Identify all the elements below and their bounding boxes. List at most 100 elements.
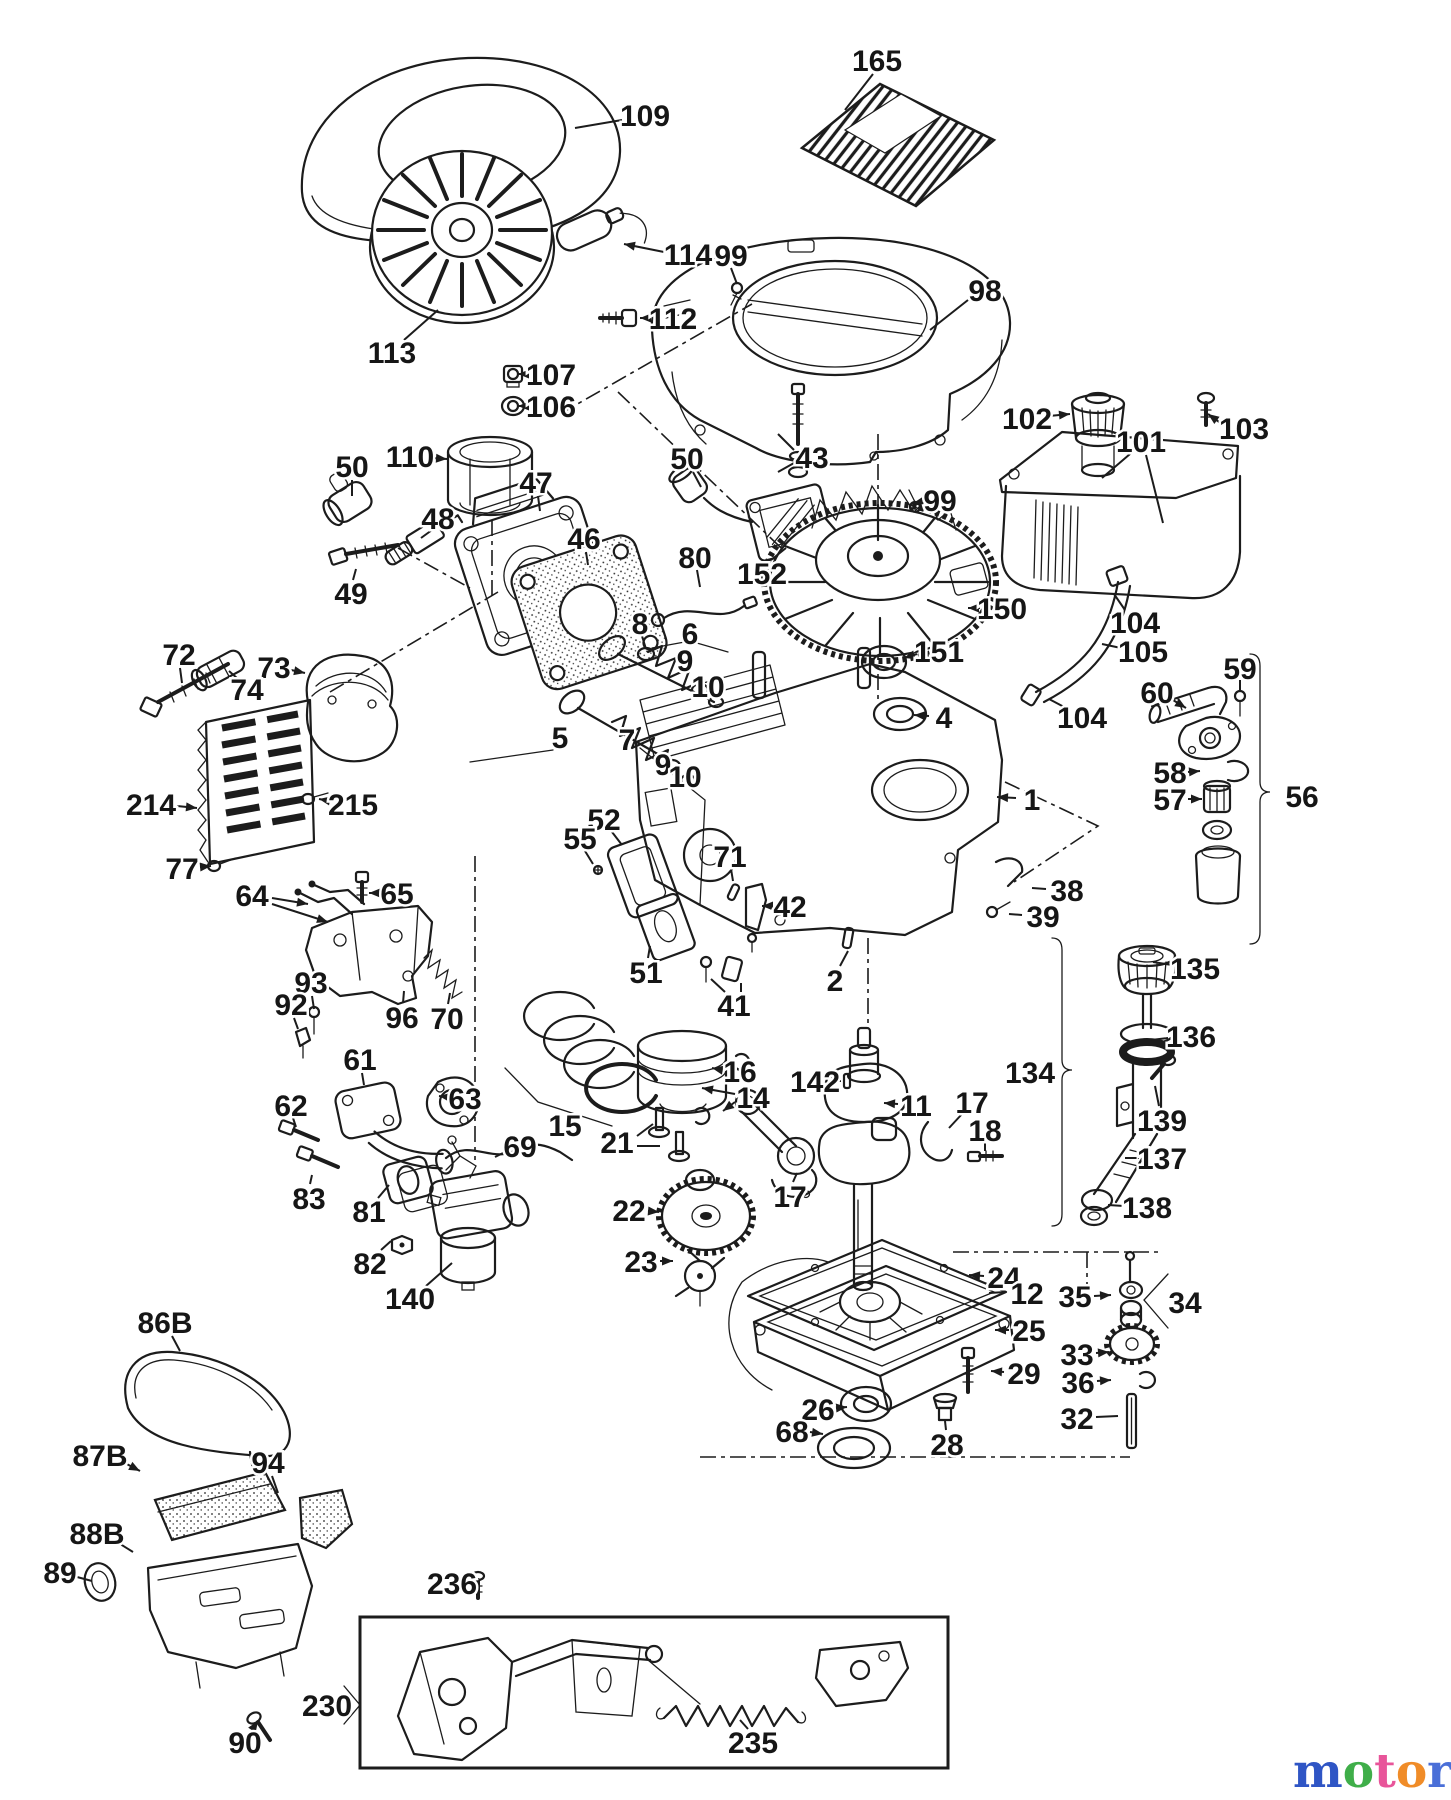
label-arrowhead xyxy=(830,1076,841,1086)
label-arrowhead xyxy=(997,793,1009,803)
governor-bracket xyxy=(294,880,463,1006)
part-label: 10 xyxy=(668,761,701,794)
part-label: 28 xyxy=(930,1429,963,1462)
label-arrowhead xyxy=(296,897,308,907)
part-label: 56 xyxy=(1285,781,1318,814)
part-label: 11 xyxy=(900,1090,932,1123)
label-leader-line xyxy=(1101,453,1131,479)
part-label: 113 xyxy=(368,337,416,370)
part-label: 17 xyxy=(773,1181,806,1214)
label-leader-line xyxy=(309,1174,313,1185)
part-label: 165 xyxy=(852,45,902,78)
part-label: 46 xyxy=(567,523,600,556)
spark-plug-boot-left xyxy=(322,471,373,527)
breather-tube xyxy=(444,1143,574,1162)
label-leader-line xyxy=(1154,1085,1160,1107)
label-arrowhead xyxy=(463,1578,474,1588)
label-arrowhead xyxy=(435,453,447,463)
part-label: 22 xyxy=(612,1195,645,1228)
breather-assembly xyxy=(606,833,696,962)
part-label: 7 xyxy=(619,724,636,757)
label-leader-line xyxy=(380,1240,392,1251)
part-label: 74 xyxy=(230,674,264,707)
hardware-41 xyxy=(699,955,744,983)
part-label: 55 xyxy=(563,823,596,856)
label-leader-line xyxy=(839,950,849,967)
label-leader-line xyxy=(1095,1415,1119,1418)
grommet xyxy=(83,1562,117,1602)
head-gasket xyxy=(510,534,668,691)
label-leader-line xyxy=(311,995,315,1010)
muffler-guard xyxy=(197,698,316,866)
label-leader-line xyxy=(574,119,623,129)
label-arrowhead xyxy=(1099,1291,1111,1301)
dipstick-clip-38-39 xyxy=(985,857,1024,919)
fuel-hose xyxy=(1020,565,1132,707)
label-leader-line xyxy=(777,462,795,473)
label-leader-line xyxy=(636,1123,654,1137)
part-label: 96 xyxy=(385,1002,418,1035)
part-label: 101 xyxy=(1116,426,1166,459)
engine-block xyxy=(634,646,1004,937)
part-label: 140 xyxy=(385,1283,435,1316)
part-label: 151 xyxy=(914,636,964,669)
keeper-42 xyxy=(744,882,768,953)
part-label: 136 xyxy=(1166,1021,1216,1054)
part-label: 10 xyxy=(691,671,724,704)
part-label: 43 xyxy=(795,442,828,475)
label-leader-line xyxy=(1101,643,1122,649)
crankshaft xyxy=(817,1026,911,1292)
label-leader-line xyxy=(494,1151,506,1158)
part-label: 47 xyxy=(519,467,552,500)
muffler xyxy=(305,653,399,763)
part-label: 60 xyxy=(1140,677,1173,710)
label-leader-line xyxy=(777,433,795,451)
label-leader-line xyxy=(929,299,969,331)
part-label: 61 xyxy=(343,1044,376,1077)
label-arrowhead xyxy=(518,369,529,379)
motoruf-watermark: motoruf.de xyxy=(1293,1744,1451,1799)
label-arrowhead xyxy=(662,1256,673,1266)
label-arrowhead xyxy=(1208,414,1220,425)
intake-manifold xyxy=(334,1081,454,1175)
intake-gasket xyxy=(425,1076,480,1128)
part-label: 94 xyxy=(251,1447,285,1480)
part-label: 17 xyxy=(955,1087,988,1120)
label-leader-line xyxy=(271,1475,279,1494)
part-label: 14 xyxy=(736,1082,770,1115)
pin-71 xyxy=(726,883,741,902)
starter-screw xyxy=(598,308,638,328)
label-leader-line xyxy=(730,267,738,285)
rod-bearing xyxy=(919,1120,954,1162)
part-label: 65 xyxy=(380,878,413,911)
part-label: 134 xyxy=(1005,1057,1055,1090)
label-arrowhead xyxy=(968,603,979,613)
label-leader-line xyxy=(76,1576,93,1582)
crank-pin-142 xyxy=(842,1072,852,1090)
part-label: 68 xyxy=(775,1416,808,1449)
label-leader-line xyxy=(1152,961,1173,966)
label-leader-line xyxy=(361,1072,365,1086)
air-filter-foam xyxy=(153,1470,287,1542)
part-label: 71 xyxy=(713,841,746,874)
part-label: 21 xyxy=(600,1127,633,1160)
part-label: 48 xyxy=(421,503,454,536)
carb-nut xyxy=(390,1234,414,1256)
dipstick-tube xyxy=(1079,992,1175,1227)
valve-lifters xyxy=(647,1106,691,1163)
label-arrowhead xyxy=(702,1085,714,1095)
label-leader-line xyxy=(730,868,734,882)
part-label: 39 xyxy=(1026,901,1059,934)
label-leader-line xyxy=(1145,454,1164,524)
part-label: 99 xyxy=(923,485,956,518)
part-label: 138 xyxy=(1122,1192,1172,1225)
part-label: 81 xyxy=(352,1196,385,1229)
label-arrowhead xyxy=(1188,767,1200,777)
brace-134 xyxy=(1051,937,1073,1227)
label-leader-line xyxy=(420,529,433,539)
label-leader-line xyxy=(988,1291,1007,1294)
part-label: 4 xyxy=(936,702,953,735)
part-label: 70 xyxy=(430,1003,463,1036)
